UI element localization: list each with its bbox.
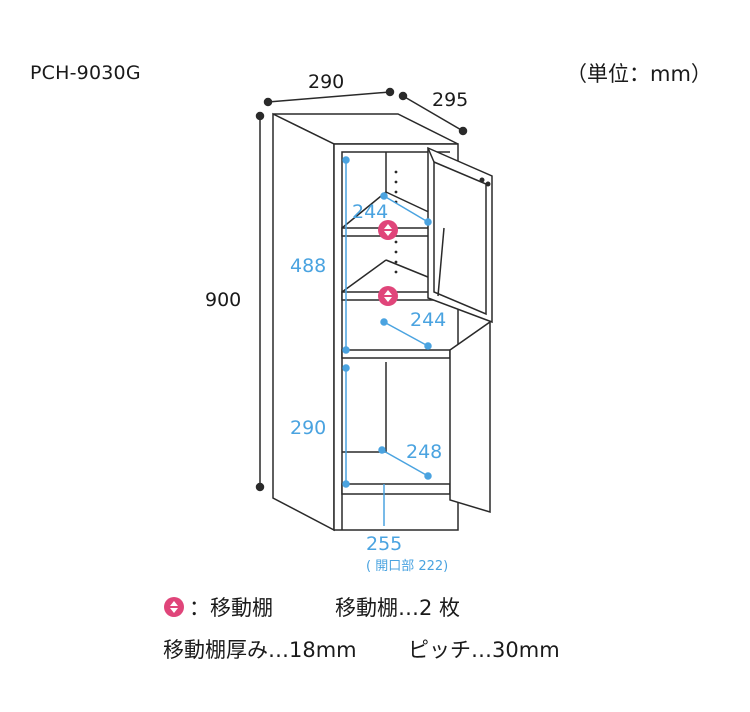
lower-door-panel [449, 320, 491, 514]
movable-shelf-markers [378, 220, 398, 306]
fixed-middle-shelf [341, 349, 451, 359]
overall-dimensions [255, 87, 468, 492]
door-hinge-top [479, 177, 485, 183]
movable-shelf-marker-icon [164, 597, 184, 617]
bottom-width-label: 255 [366, 533, 402, 555]
glass-door-open [427, 146, 493, 324]
bottom-depth-label: 248 [406, 441, 442, 463]
marker-legend-label: ：移動棚 [189, 596, 273, 620]
legend-row-1: ：移動棚 移動棚…2 枚 [163, 592, 460, 622]
internal-dimensions [342, 156, 432, 526]
glass-door-pane [433, 160, 487, 316]
door-stay-arm [437, 227, 445, 297]
bottom-depth-line [381, 449, 429, 477]
movable-shelf-marker-upper [378, 220, 398, 240]
height-label: 900 [205, 289, 241, 311]
width-dim-dot-right [385, 87, 395, 97]
shelf-middle-depth-label: 244 [410, 309, 446, 331]
lower-height-label: 290 [290, 417, 326, 439]
shelf-thickness-label: 移動棚厚み…18mm [163, 638, 357, 662]
width-label: 290 [308, 71, 344, 93]
height-dim-dot-top [255, 111, 265, 121]
width-dim-dot-left [263, 97, 273, 107]
upper-height-label: 488 [290, 255, 326, 277]
legend-row-2: 移動棚厚み…18mm ピッチ…30mm [163, 634, 560, 664]
shelf-middle-depth-line [383, 321, 429, 347]
bottom-plinth [341, 483, 451, 495]
width-dimension-line [267, 91, 391, 103]
lower-door-open [449, 320, 491, 514]
depth-label: 295 [432, 89, 468, 111]
depth-dim-dot-bottom [458, 126, 468, 136]
shelf-lower-side [341, 259, 387, 293]
cabinet-inner-top [341, 151, 450, 530]
depth-dimension-line [402, 95, 464, 132]
shelf-upper-depth-label: 244 [352, 201, 388, 223]
model-number: PCH-9030G [30, 62, 141, 84]
movable-shelf-marker-lower [378, 286, 398, 306]
height-dim-dot-bottom [255, 482, 265, 492]
opening-note-label: ( 開口部 222) [366, 559, 448, 574]
depth-dim-dot-top [398, 91, 408, 101]
pitch-label: ピッチ…30mm [408, 638, 560, 662]
cabinet-side-face [272, 112, 335, 532]
unit-label: （単位：mm） [566, 62, 712, 86]
shelf-upper-side [341, 191, 387, 229]
shelf-upper-depth-line [383, 195, 429, 223]
door-hinge-top-2 [485, 181, 491, 187]
shelf-count-label: 移動棚…2 枚 [335, 596, 461, 620]
